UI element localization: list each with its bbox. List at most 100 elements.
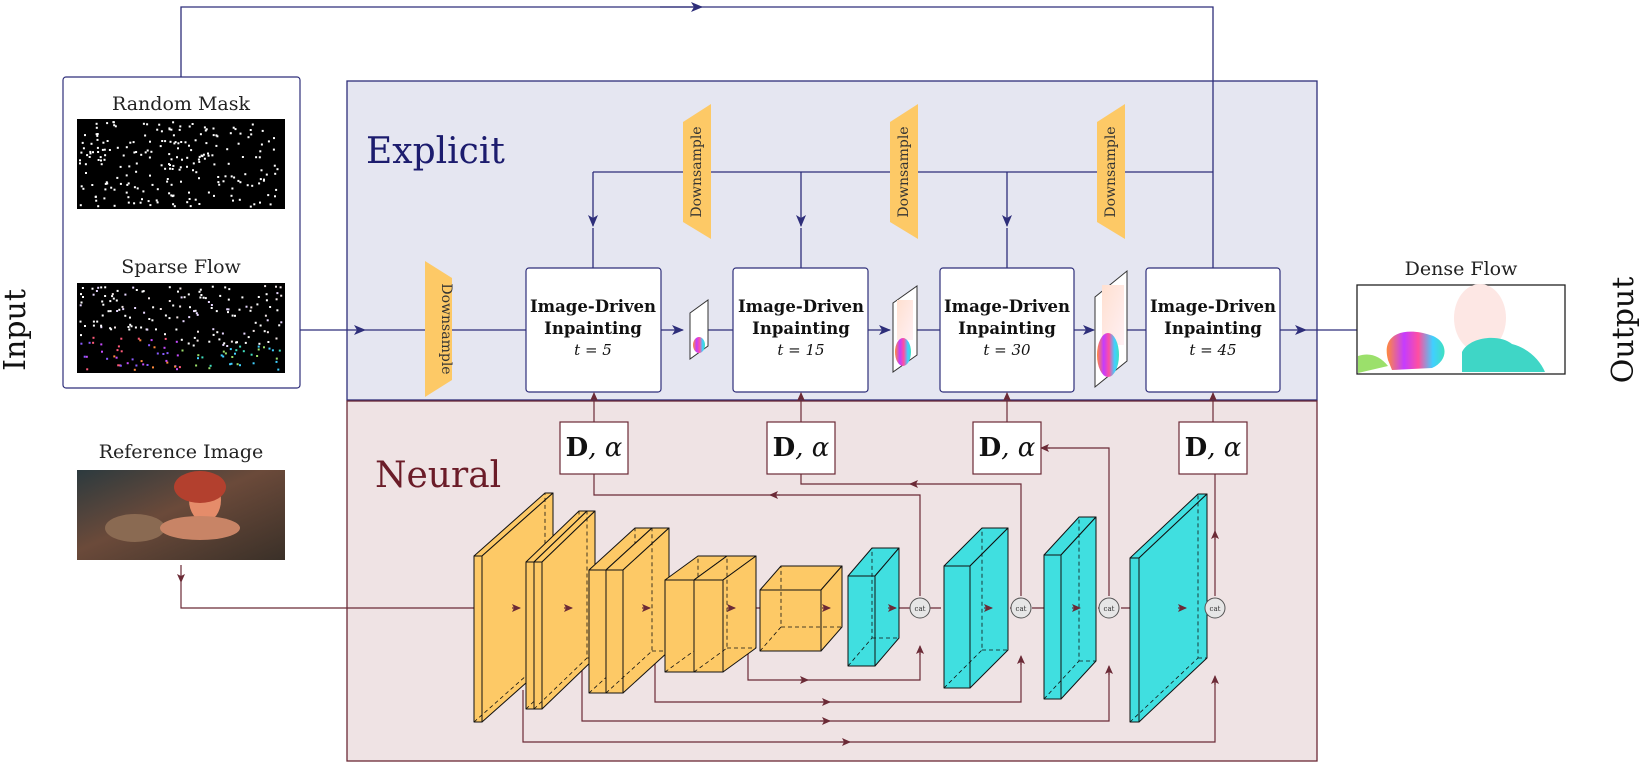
flow-dot (92, 320, 95, 323)
flow-dot (275, 357, 278, 360)
mask-dot (177, 142, 180, 145)
mask-dot (159, 145, 162, 148)
flow-dot (168, 317, 171, 320)
mask-dot (273, 164, 276, 167)
flow-dot (212, 333, 215, 336)
mask-dot (259, 201, 261, 204)
flow-dot (164, 314, 167, 317)
flow-dot (259, 324, 262, 327)
flow-dot (151, 319, 154, 322)
flow-dot (278, 324, 281, 327)
mask-dot (178, 128, 181, 131)
flow-dot (211, 285, 214, 288)
mask-dot (217, 181, 220, 184)
mask-dot (226, 148, 229, 151)
downsample-block-main: Downsample (425, 261, 454, 397)
mask-dot (100, 163, 103, 166)
flow-dot (80, 342, 83, 345)
mask-dot (168, 192, 171, 195)
mask-dot (190, 149, 193, 152)
flow-dot (176, 354, 179, 357)
flow-dot (113, 355, 116, 358)
mask-dot (166, 178, 169, 180)
mask-dot (198, 155, 201, 158)
flow-dot (148, 297, 150, 300)
mask-dot (253, 203, 256, 206)
flow-dot (126, 362, 129, 365)
flow-dot (176, 368, 178, 371)
svg-text:t = 15: t = 15 (777, 341, 824, 359)
flow-dot (117, 345, 120, 348)
flow-dot (141, 290, 144, 293)
sparse-flow-dots (79, 285, 283, 371)
flow-dot (180, 338, 183, 341)
svg-text:Image-Driven: Image-Driven (1150, 297, 1276, 316)
mask-dot (246, 184, 249, 187)
mask-dot (249, 129, 252, 131)
flow-dot (134, 307, 137, 309)
mask-dot (204, 129, 207, 132)
mask-dot (161, 140, 164, 142)
mask-dot (212, 127, 215, 130)
flow-dot (229, 348, 232, 351)
mask-dot (170, 183, 173, 186)
mask-dot (132, 141, 135, 144)
flow-dot (241, 296, 244, 299)
flow-dot (88, 341, 91, 344)
mask-dot (244, 173, 247, 176)
flow-dot (148, 344, 151, 347)
flow-dot (266, 319, 269, 322)
flow-dot (275, 298, 278, 301)
cat-node-2: cat (1010, 597, 1032, 619)
flow-dot (216, 331, 219, 334)
flow-dot (84, 325, 86, 327)
mask-dot (180, 141, 183, 143)
mask-dot (148, 156, 151, 159)
flow-dot (120, 337, 123, 340)
mask-dot (247, 136, 250, 139)
flow-dot (235, 341, 238, 344)
flow-dot (127, 326, 130, 328)
mask-dot (79, 159, 81, 162)
inpainting-block-3: Image-Driven Inpainting t = 30 (939, 267, 1075, 393)
mask-dot (192, 169, 194, 172)
mask-dot (85, 172, 87, 174)
reference-image-title: Reference Image (99, 441, 264, 463)
flow-dot (92, 293, 95, 296)
mask-dot (135, 151, 138, 153)
mask-dot (106, 122, 109, 125)
flow-dot (209, 364, 212, 367)
inpainting-block-1: Image-Driven Inpainting t = 5 (525, 267, 662, 393)
mask-dot (213, 194, 215, 197)
mask-dot (136, 187, 139, 190)
flow-dot (142, 363, 145, 366)
mask-dot (200, 154, 203, 157)
flow-dot (155, 328, 157, 331)
flow-dot (268, 347, 271, 350)
flow-dot (178, 366, 181, 369)
downsample-block-2: Downsample (890, 104, 918, 239)
flow-dot (239, 364, 241, 367)
mask-dot (104, 188, 107, 191)
mask-dot (198, 160, 201, 163)
flow-dot (150, 339, 153, 342)
flow-dot (159, 308, 162, 310)
mask-dot (195, 171, 198, 174)
inpainting-block-4: Image-Driven Inpainting t = 45 (1145, 267, 1281, 393)
flow-dot (122, 308, 125, 311)
mask-dot (189, 205, 192, 208)
mask-dot (142, 190, 145, 193)
mask-dot (176, 156, 178, 159)
mask-dot (205, 128, 208, 131)
svg-text:D, α: D, α (773, 433, 830, 463)
encoder-layer-4b (693, 555, 757, 673)
mask-dot (172, 121, 175, 124)
mask-dot (227, 162, 230, 165)
flow-dot (166, 361, 169, 364)
mask-dot (194, 139, 197, 142)
mask-dot (113, 204, 116, 207)
mask-dot (94, 195, 97, 198)
flow-dot (92, 324, 95, 327)
mask-dot (186, 201, 189, 204)
mask-dot (205, 142, 208, 145)
